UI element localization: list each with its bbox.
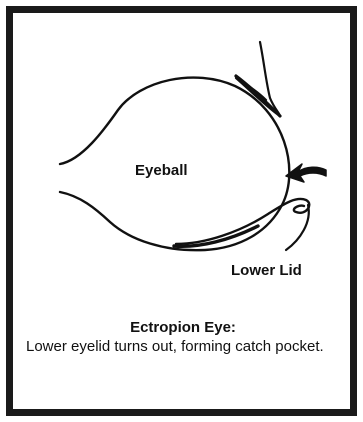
upper-eyelid [236,42,280,116]
lower-lid-label: Lower Lid [231,262,302,279]
upper-eyelid-edge [236,76,280,116]
caption-title: Ectropion Eye: [23,318,343,338]
eyeball-label: Eyeball [135,162,188,179]
caption: Ectropion Eye: Lower eyelid turns out, f… [23,318,343,356]
lower-eyelid [176,199,309,244]
pocket-arrow-icon [286,164,326,182]
caption-body: Lower eyelid turns out, forming catch po… [23,338,343,356]
